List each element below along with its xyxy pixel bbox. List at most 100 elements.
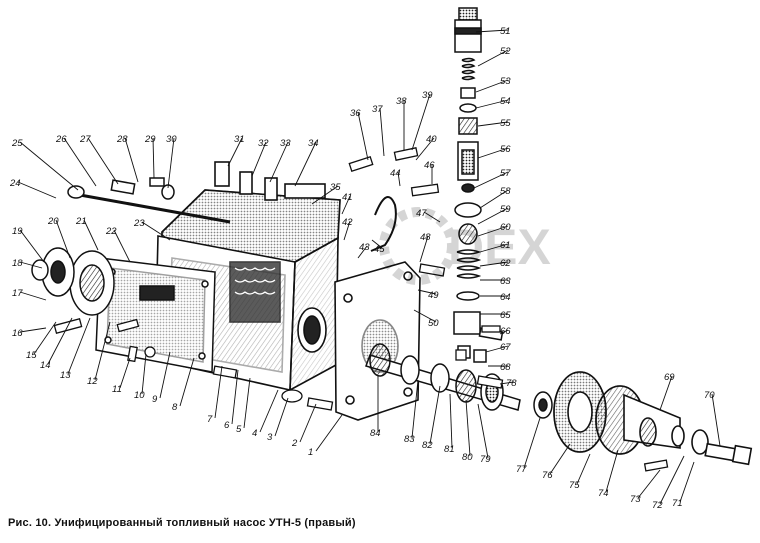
leader-line-10 [141,353,147,395]
part-number-12: 12 [87,376,98,387]
part-number-22: 22 [105,226,117,237]
part-number-45: 45 [374,244,385,255]
part-number-43: 43 [359,242,370,253]
leader-line-48 [419,235,429,263]
part-number-5: 5 [236,424,242,435]
part-number-24: 24 [9,178,21,189]
leader-line-39 [411,93,431,151]
leader-line-26 [63,137,97,187]
part-number-2: 2 [291,438,298,449]
leader-line-33 [269,141,289,183]
part-number-68: 68 [500,362,511,373]
leader-line-82 [429,385,441,445]
leader-line-79 [477,403,489,459]
leader-line-36 [357,111,369,161]
leader-line-22 [113,229,131,263]
part-number-83: 83 [404,434,415,445]
figure-caption: Рис. 10. Унифицированный топливный насос… [8,517,356,529]
coupling [553,371,753,466]
part-number-74: 74 [598,488,609,499]
part-number-34: 34 [308,138,319,149]
leader-line-7 [214,365,223,419]
part-number-1: 1 [308,447,313,458]
leader-line-45 [371,239,383,249]
leader-line-32 [251,141,267,177]
part-number-27: 27 [79,134,91,145]
leader-line-34 [294,141,317,187]
part-number-57: 57 [500,168,511,179]
leader-line-17 [19,291,47,301]
leader-line-16 [19,327,47,333]
part-number-33: 33 [280,138,291,149]
leader-line-55 [477,121,509,127]
part-number-48: 48 [420,232,431,243]
part-number-14: 14 [40,360,51,371]
leader-line-5 [243,377,251,429]
leader-line-12 [94,321,111,381]
leader-line-37 [379,107,385,157]
leader-line-66 [499,329,509,335]
leader-line-62 [479,261,509,267]
part-number-17: 17 [12,288,23,299]
leader-line-19 [19,229,45,263]
part-number-25: 25 [11,138,23,149]
leader-line-13 [67,317,91,375]
leader-line-14 [47,317,73,365]
part-number-42: 42 [342,217,353,228]
part-number-35: 35 [330,182,341,193]
side-cover [95,257,216,373]
part-number-31: 31 [234,134,245,145]
part-number-60: 60 [500,222,511,233]
leader-line-58 [479,189,509,209]
leader-line-24 [17,181,57,199]
leader-line-49 [417,289,437,295]
part-number-70: 70 [704,390,715,401]
part-number-6: 6 [224,420,230,431]
injector-stack [453,7,504,363]
leader-line-59 [477,207,509,225]
part-number-19: 19 [12,226,23,237]
leader-line-77 [523,417,541,469]
leader-line-28 [124,137,139,183]
part-number-47: 47 [416,208,427,219]
leader-line-76 [549,443,571,475]
leader-line-2 [299,403,317,443]
part-number-16: 16 [12,328,23,339]
leader-line-8 [179,357,195,407]
part-number-20: 20 [47,216,59,227]
part-number-59: 59 [500,204,511,215]
leader-line-44 [397,171,401,187]
part-number-13: 13 [60,370,71,381]
leader-line-71 [679,461,695,503]
leader-line-73 [637,469,661,499]
leader-line-9 [159,351,171,399]
part-number-37: 37 [372,104,383,115]
part-number-49: 49 [428,290,439,301]
part-number-56: 56 [500,144,511,155]
leader-line-56 [477,147,509,159]
control-rod [67,177,231,224]
leader-line-1 [315,414,343,452]
part-number-66: 66 [500,326,511,337]
part-number-71: 71 [672,498,683,509]
part-number-50: 50 [428,318,439,329]
leader-line-31 [227,137,243,167]
part-number-63: 63 [500,276,511,287]
leader-line-29 [152,137,155,179]
part-number-80: 80 [462,452,473,463]
leader-line-21 [83,219,99,251]
part-number-46: 46 [424,160,435,171]
part-number-15: 15 [26,350,37,361]
leader-line-3 [274,397,289,437]
leader-line-83 [411,379,419,439]
fasteners [53,147,669,472]
leader-line-25 [19,141,79,191]
part-number-3: 3 [267,432,273,443]
leader-line-43 [357,245,368,259]
part-number-65: 65 [500,310,511,321]
part-number-64: 64 [500,292,511,303]
part-number-26: 26 [55,134,67,145]
